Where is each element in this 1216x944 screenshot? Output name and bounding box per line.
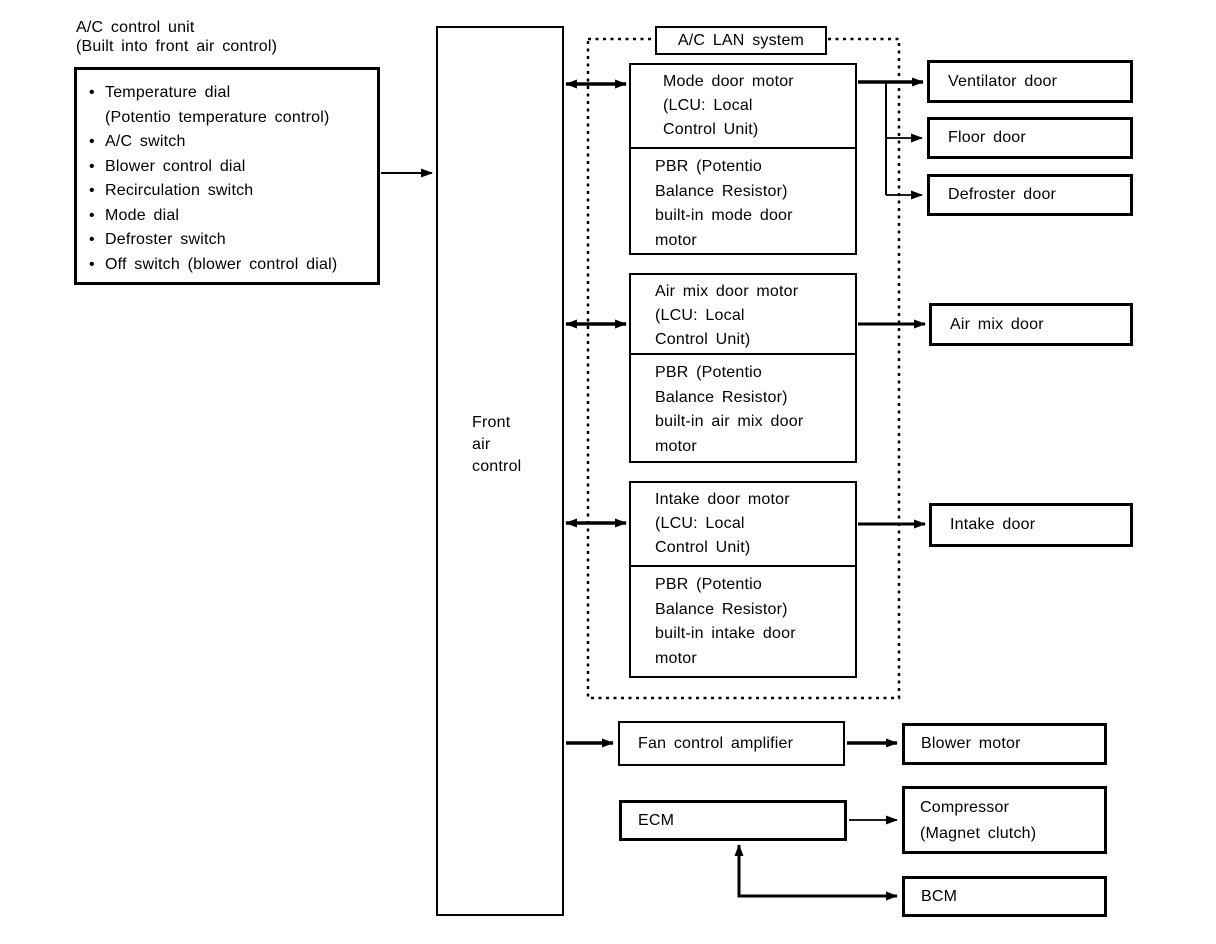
intake-door-box: Intake door bbox=[929, 503, 1133, 547]
ac-feature-item: Mode dial bbox=[89, 204, 373, 229]
intake-door-motor-box: Intake door motor (LCU: Local Control Un… bbox=[629, 481, 857, 678]
airmix-door-pbr-label: PBR (Potentio Balance Resistor) built-in… bbox=[655, 364, 804, 455]
compressor-box: Compressor (Magnet clutch) bbox=[902, 786, 1107, 854]
ac-feature-item: Defroster switch bbox=[89, 228, 373, 253]
airmix-door-motor-box: Air mix door motor (LCU: Local Control U… bbox=[629, 273, 857, 463]
lan-system-boundary bbox=[586, 37, 901, 700]
airmix-door-motor-label: Air mix door motor (LCU: Local Control U… bbox=[631, 275, 855, 355]
ac-feature-item: Blower control dial bbox=[89, 155, 373, 180]
mode-door-pbr-label: PBR (Potentio Balance Resistor) built-in… bbox=[655, 158, 793, 249]
ac-feature-item: Recirculation switch bbox=[89, 179, 373, 204]
ac-feature-list: Temperature dial (Potentio temperature c… bbox=[77, 70, 377, 277]
lan-system-title: A/C LAN system bbox=[655, 26, 827, 55]
front-air-control-label: Front air control bbox=[472, 414, 522, 475]
ac-control-unit-box: Temperature dial (Potentio temperature c… bbox=[74, 67, 380, 285]
ventilator-door-box: Ventilator door bbox=[927, 60, 1133, 103]
ac-control-unit-caption: A/C control unit (Built into front air c… bbox=[76, 19, 278, 55]
intake-door-motor-label: Intake door motor (LCU: Local Control Un… bbox=[631, 483, 855, 567]
front-air-control-box: Front air control bbox=[436, 26, 564, 916]
floor-door-box: Floor door bbox=[927, 117, 1133, 159]
defroster-door-box: Defroster door bbox=[927, 174, 1133, 216]
ac-feature-item: Temperature dial (Potentio temperature c… bbox=[89, 81, 373, 130]
ac-feature-item: A/C switch bbox=[89, 130, 373, 155]
air-mix-door-box: Air mix door bbox=[929, 303, 1133, 346]
fan-control-amplifier-box: Fan control amplifier bbox=[618, 721, 845, 766]
blower-motor-box: Blower motor bbox=[902, 723, 1107, 765]
ecm-box: ECM bbox=[619, 800, 847, 841]
ac-feature-item: Off switch (blower control dial) bbox=[89, 253, 373, 278]
mode-door-motor-box: Mode door motor (LCU: Local Control Unit… bbox=[629, 63, 857, 255]
arrow-bcm-ecm bbox=[734, 844, 898, 901]
intake-door-pbr-label: PBR (Potentio Balance Resistor) built-in… bbox=[655, 576, 796, 667]
bcm-box: BCM bbox=[902, 876, 1107, 917]
mode-door-motor-label: Mode door motor (LCU: Local Control Unit… bbox=[631, 65, 855, 149]
